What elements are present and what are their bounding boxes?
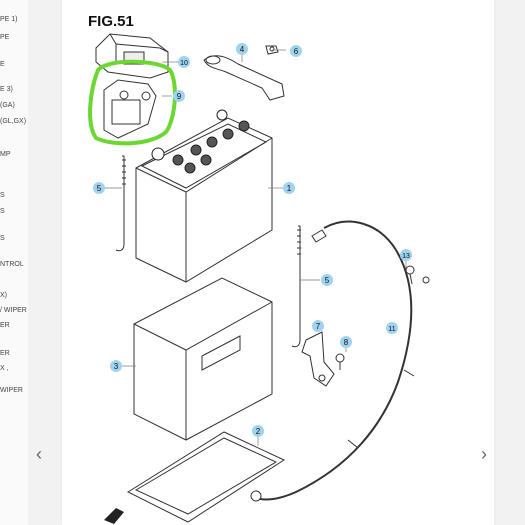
- callout-11[interactable]: 11: [386, 322, 398, 334]
- sidebar-item[interactable]: (GA): [0, 102, 15, 109]
- front-arrow-icon: [104, 508, 124, 524]
- previous-arrow-icon[interactable]: ‹: [36, 444, 42, 464]
- callout-6[interactable]: 6: [290, 45, 302, 57]
- terminal-clamp-part: [103, 79, 157, 139]
- sidebar-item[interactable]: (GL,GX): [0, 118, 27, 125]
- svg-text:1: 1: [287, 184, 292, 193]
- svg-text:6: 6: [294, 47, 299, 56]
- svg-text:13: 13: [402, 253, 410, 260]
- sidebar-item[interactable]: PE: [0, 34, 10, 41]
- callout-5b[interactable]: 5: [321, 274, 333, 286]
- callout-8[interactable]: 8: [340, 336, 352, 348]
- svg-text:4: 4: [240, 45, 245, 54]
- callout-5[interactable]: 5: [93, 182, 105, 194]
- svg-text:5: 5: [325, 276, 330, 285]
- callout-1[interactable]: 1: [283, 182, 295, 194]
- hold-down-rod-part: [115, 155, 126, 252]
- sidebar-item[interactable]: S: [0, 208, 5, 215]
- sidebar-item[interactable]: S: [0, 192, 5, 199]
- bolt-part: [335, 353, 345, 370]
- callout-3[interactable]: 3: [110, 360, 122, 372]
- svg-text:9: 9: [177, 92, 182, 101]
- sidebar-item[interactable]: E: [0, 61, 5, 68]
- sidebar-item[interactable]: WIPER: [0, 387, 23, 394]
- hold-down-rod-part-2: [291, 225, 301, 348]
- hold-down-bar-part: [203, 55, 285, 101]
- highlight-circle: [88, 59, 177, 146]
- sidebar-item[interactable]: / WIPER: [0, 307, 27, 314]
- bracket-part: [301, 331, 335, 387]
- next-arrow-icon[interactable]: ›: [481, 444, 487, 464]
- sidebar-item[interactable]: ER: [0, 350, 10, 357]
- sidebar-item[interactable]: E 3): [0, 86, 13, 93]
- cable-bolt-part: [405, 265, 430, 285]
- callout-13[interactable]: 13: [400, 249, 412, 261]
- battery-tray-part: [126, 431, 286, 523]
- figure-title: FIG.51: [88, 13, 134, 30]
- svg-text:10: 10: [180, 60, 188, 67]
- sidebar-item[interactable]: ER: [0, 322, 10, 329]
- svg-text:3: 3: [114, 362, 119, 371]
- svg-text:11: 11: [388, 326, 395, 333]
- battery-part: [135, 109, 273, 283]
- svg-text:2: 2: [256, 427, 261, 436]
- svg-text:8: 8: [344, 338, 349, 347]
- svg-text:7: 7: [316, 322, 321, 331]
- svg-text:5: 5: [97, 184, 102, 193]
- battery-tray-box-part: [133, 277, 273, 441]
- sidebar-item[interactable]: NTROL: [0, 261, 24, 268]
- callouts: 1 2 3 4 5 5 6 7 8 9 10 11 13: [93, 43, 412, 437]
- callout-4[interactable]: 4: [236, 43, 248, 55]
- terminal-cover-part: [95, 33, 169, 79]
- callout-10[interactable]: 10: [178, 56, 190, 68]
- sidebar-item[interactable]: MP: [0, 151, 11, 158]
- callout-9[interactable]: 9: [173, 90, 185, 102]
- callout-2[interactable]: 2: [252, 425, 264, 437]
- sidebar-item[interactable]: X ,: [0, 365, 9, 372]
- sidebar-item[interactable]: X): [0, 292, 7, 299]
- ground-cable-part: [250, 220, 415, 502]
- callout-7[interactable]: 7: [312, 320, 324, 332]
- sidebar-item[interactable]: S: [0, 235, 5, 242]
- sidebar-item[interactable]: PE 1): [0, 16, 18, 23]
